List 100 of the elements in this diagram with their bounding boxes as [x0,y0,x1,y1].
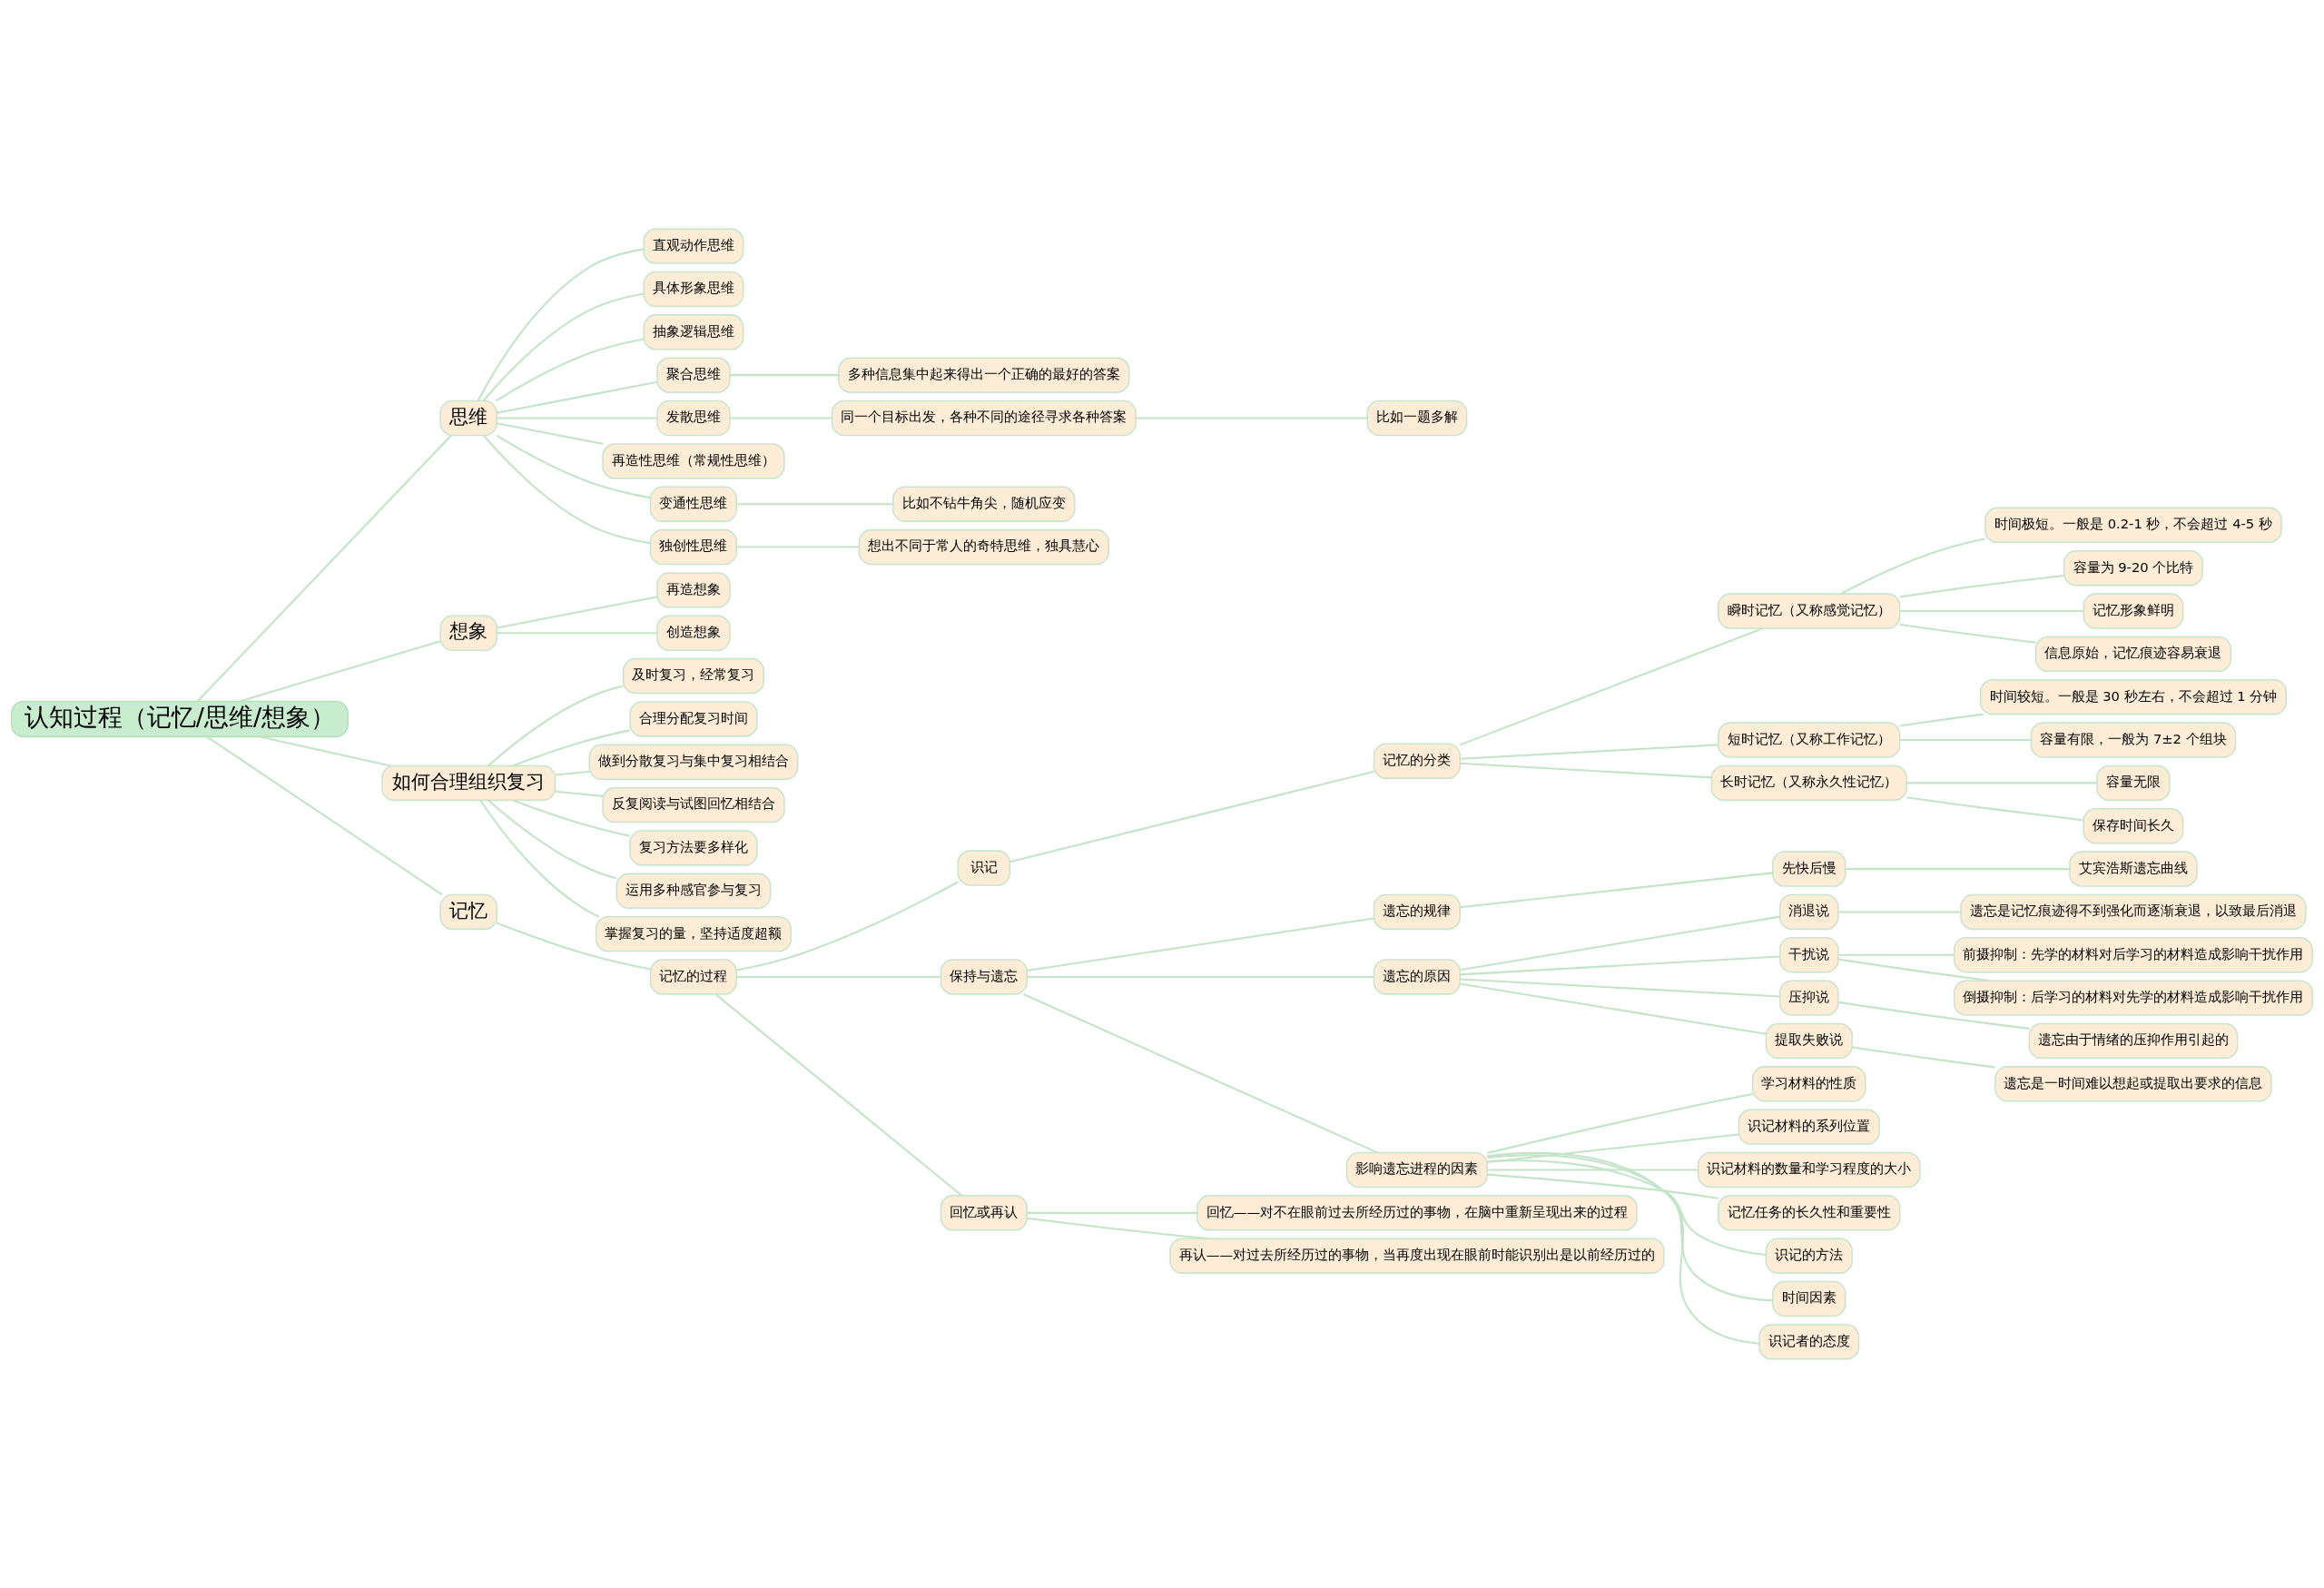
node-box: 思维 [439,399,498,437]
connector [1460,955,1780,976]
connector [1023,993,1378,1154]
node-box: 瞬时记忆（又称感觉记忆） [1718,593,1901,629]
connector [513,799,630,837]
node-box: 掌握复习的量，坚持适度超额 [595,915,793,952]
connector [736,503,893,506]
connector [1027,1217,1209,1240]
node-box: 复习方法要多样化 [629,830,758,866]
connector [1460,762,1712,779]
connector [1460,915,1780,972]
node-box: 遗忘由于情绪的压抑作用引起的 [2028,1022,2239,1060]
node-box: 提取失败说 [1765,1022,1853,1060]
node-box: 比如不钻牛角尖，随机应变 [892,486,1076,522]
connector [555,770,590,776]
connector [1009,770,1374,863]
connector [1838,953,1955,956]
node-box: 回忆——对不在眼前过去所经历过的事物，在脑中重新呈现出来的过程 [1196,1195,1638,1231]
node-box: 时间较短。一般是 30 秒左右，不会超过 1 分钟 [1979,679,2288,715]
node-box: 比如一题多解 [1366,399,1468,437]
connector [1852,1046,1995,1069]
node-box: 干扰说 [1778,937,1839,973]
node-box: 先快后慢 [1772,851,1846,887]
node-box: 反复阅读与试图回忆相结合 [602,786,785,824]
connector [239,640,441,703]
connector [487,799,617,880]
node-box: 聚合思维 [656,357,731,393]
connector [1899,739,2032,742]
node-box: 记忆任务的长久性和重要性 [1718,1195,1901,1231]
connector [1906,782,2097,784]
node-box: 识记 [957,850,1010,886]
node-box: 再认——对过去所经历过的事物，当再度出现在眼前时能识别出是以前经历过的 [1169,1238,1665,1274]
connector [1027,1211,1197,1214]
connector [495,338,645,402]
connector [1487,1092,1753,1154]
connector [736,546,860,548]
node-box: 识记者的态度 [1758,1324,1860,1360]
node-box: 学习材料的性质 [1751,1066,1866,1102]
connector [496,922,651,971]
node-box: 时间极短。一般是 0.2-1 秒，不会超过 4-5 秒 [1984,507,2282,544]
node-box: 记忆的过程 [649,959,738,995]
node-box: 独创性思维 [649,528,738,566]
connector [1487,1169,1699,1171]
node-box: 想出不同于常人的奇特思维，独具慧心 [858,528,1109,566]
node-box: 识记材料的系列位置 [1738,1109,1880,1145]
connector [497,632,657,635]
connector [497,380,657,414]
node-box: 遗忘是记忆痕迹得不到强化而逐渐衰退，以致最后消退 [1960,893,2307,931]
connector [1840,538,1985,595]
connector [497,596,657,629]
connector [260,735,391,767]
node-box: 合理分配复习时间 [629,701,758,737]
node-box: 容量无限 [2096,764,2171,802]
connector [1459,627,1764,746]
node-box: 遗忘是一时间难以想起或提取出要求的信息 [1994,1066,2272,1102]
node-box: 运用多种感官参与复习 [615,873,772,909]
node-box: 具体形象思维 [643,271,744,308]
node-box: 遗忘的原因 [1373,959,1462,995]
node-box: 容量有限，一般为 7±2 个组块 [2030,722,2237,758]
node-box: 容量为 9-20 个比特 [2063,549,2203,587]
connector [555,790,604,797]
node-box: 再造想象 [656,572,731,608]
node-box: 多种信息集中起来得出一个正确的最好的答案 [838,357,1130,393]
node-box: 长时记忆（又称永久性记忆） [1710,764,1907,802]
node-box: 想象 [439,615,498,651]
node-box: 前摄抑制：先学的材料对后学习的材料造成影响干扰作用 [1953,937,2313,973]
connector [496,434,651,499]
node-box: 艾宾浩斯遗忘曲线 [2069,851,2198,887]
connector [497,422,604,445]
connector [736,881,959,972]
connector [1460,982,1767,1035]
connector [1487,1159,1767,1256]
connector [497,417,657,419]
node-box: 记忆形象鲜明 [2083,593,2184,629]
node-box: 变通性思维 [649,486,738,522]
node-box: 回忆或再认 [940,1195,1028,1231]
connector [1487,1151,1759,1345]
node-box: 及时复习，经常复习 [622,657,765,695]
node-box: 保持与遗忘 [940,959,1028,995]
connector [1487,1154,1773,1302]
node-box: 发散思维 [656,399,731,437]
node-box: 倒摄抑制：后学习的材料对先学的材料造成影响干扰作用 [1953,980,2313,1016]
connector [1845,868,2070,871]
node-box: 信息原始，记忆痕迹容易衰退 [2034,636,2232,673]
connector [483,435,651,545]
connector [482,292,645,402]
node-box: 抽象逻辑思维 [643,314,744,350]
connector [197,435,452,702]
node-box: 消退说 [1778,893,1839,931]
connector [1899,574,2064,598]
connector [487,685,624,767]
connector [1136,417,1367,419]
connector [1460,978,1780,998]
node-box: 直观动作思维 [643,228,744,264]
connector [512,729,630,767]
node-box: 识记材料的数量和学习程度的大小 [1697,1151,1921,1189]
node-box: 记忆 [439,893,498,931]
connector [1906,796,2084,822]
connector [206,735,443,896]
connector [1899,610,2084,613]
